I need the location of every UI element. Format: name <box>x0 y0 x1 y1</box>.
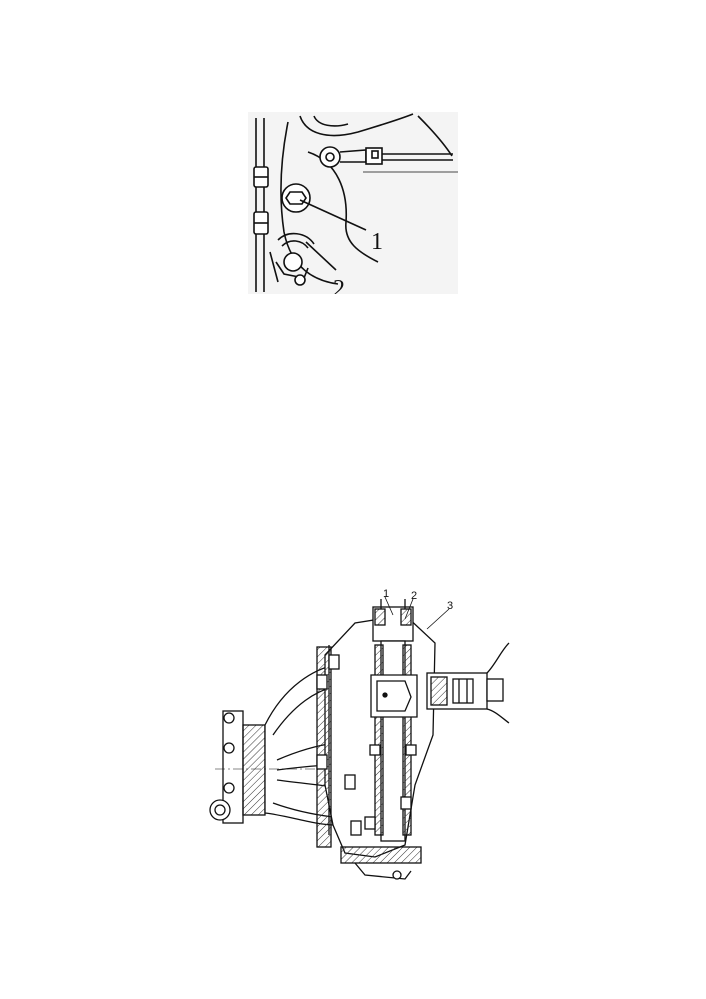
line-art <box>253 113 458 292</box>
section-drawing-bottom: 1 2 3 <box>209 588 510 880</box>
callout-label: 1 <box>383 588 389 600</box>
detail-figure-top: 1 2 <box>248 112 458 294</box>
detail-drawing-top: 1 2 <box>248 112 458 294</box>
callout-label: 2 <box>411 590 417 602</box>
callout-label: 2 <box>333 276 345 294</box>
callout-label: 3 <box>447 600 453 612</box>
callout-label: 1 <box>371 229 383 255</box>
line-art <box>209 596 510 880</box>
section-figure-bottom: 1 2 3 <box>205 585 515 885</box>
